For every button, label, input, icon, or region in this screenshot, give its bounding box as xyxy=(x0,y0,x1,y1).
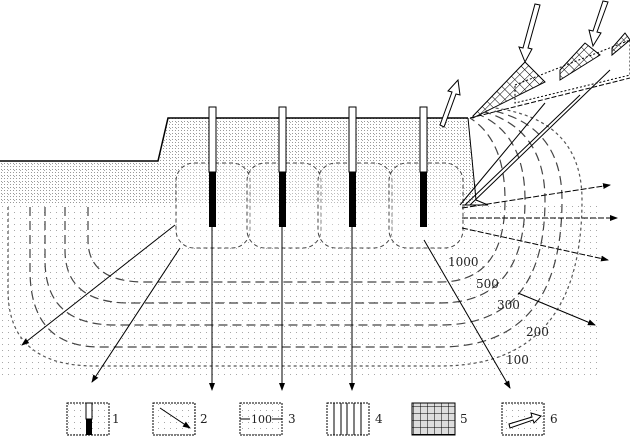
contour-label-300: 300 xyxy=(497,298,520,312)
svg-text:100: 100 xyxy=(251,413,272,426)
svg-text:6: 6 xyxy=(550,412,558,426)
reflection-rays xyxy=(459,69,630,206)
cross-hatch-zone-1 xyxy=(472,61,546,119)
svg-text:1: 1 xyxy=(112,412,120,426)
cross-hatch-zone-2 xyxy=(559,42,601,81)
svg-text:2: 2 xyxy=(200,412,208,426)
charge-zones xyxy=(175,162,464,249)
legend-item-1: 1 xyxy=(66,402,120,436)
boreholes xyxy=(208,106,428,227)
legend-item-3: 100 3 xyxy=(239,402,296,436)
disturbed-zone xyxy=(0,118,478,205)
hollow-arrow-down-2 xyxy=(588,0,609,48)
contour-label-100: 100 xyxy=(506,353,529,367)
svg-text:4: 4 xyxy=(375,412,383,426)
legend-item-2: 2 xyxy=(152,402,208,436)
legend-item-5: 5 xyxy=(411,402,468,436)
borehole-1 xyxy=(208,106,217,227)
svg-text:5: 5 xyxy=(460,412,468,426)
borehole-4 xyxy=(419,106,428,227)
contour-label-200: 200 xyxy=(526,325,549,339)
hollow-arrow-down-1 xyxy=(518,3,541,64)
borehole-3 xyxy=(348,106,357,227)
legend-item-6: 6 xyxy=(501,402,558,436)
crater-slope xyxy=(462,117,489,206)
legend: 1 2 100 3 4 5 6 xyxy=(66,402,558,436)
contour-label-1000: 1000 xyxy=(448,255,479,269)
hollow-arrows xyxy=(439,0,609,128)
svg-text:3: 3 xyxy=(288,412,296,426)
contour-lines xyxy=(7,107,583,367)
borehole-2 xyxy=(278,106,287,227)
legend-item-4: 4 xyxy=(326,402,383,436)
hollow-arrow-up xyxy=(439,78,461,128)
contour-label-500: 500 xyxy=(476,277,499,291)
ground-surface xyxy=(0,117,468,162)
wave-arrows xyxy=(21,183,618,391)
